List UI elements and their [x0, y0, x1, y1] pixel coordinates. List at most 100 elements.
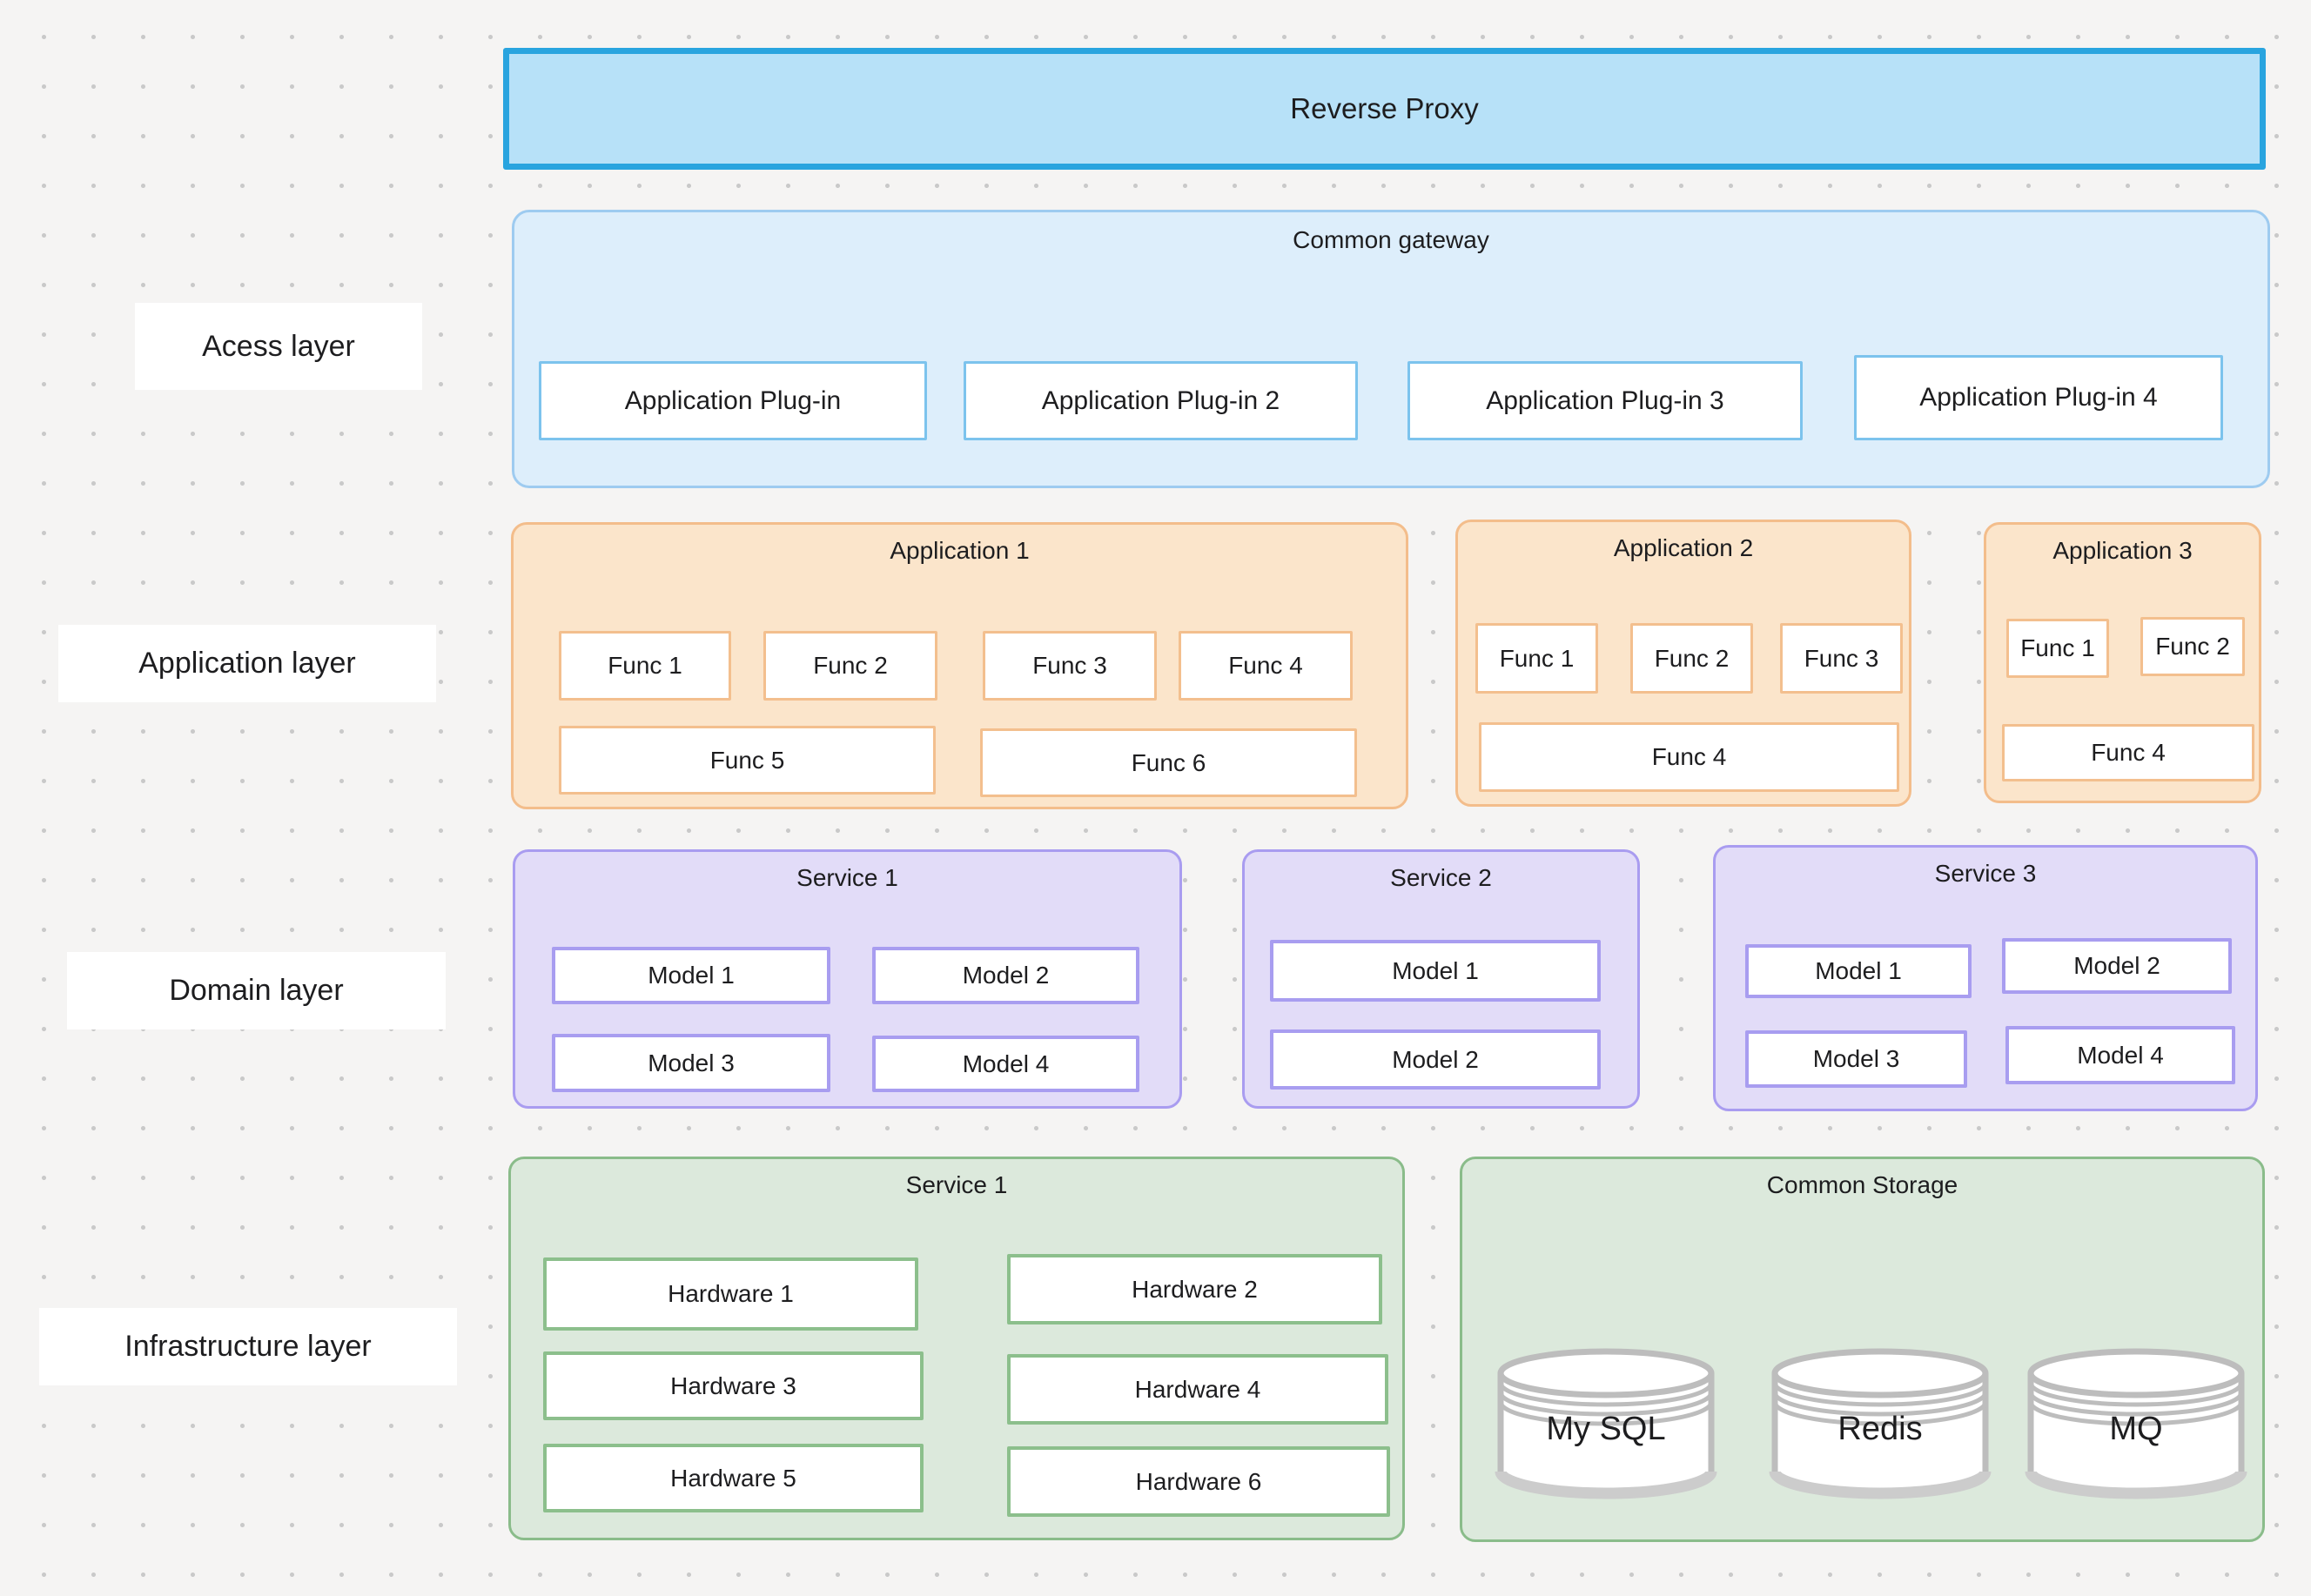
application-layer-label[interactable]: Application layer	[58, 625, 436, 702]
application-3-node[interactable]: Application 3 Func 1 Func 2 Func 4	[1984, 522, 2261, 803]
app2-func-3-label: Func 3	[1804, 644, 1879, 672]
app2-func-3-node[interactable]: Func 3	[1780, 623, 1903, 694]
hardware-6-node[interactable]: Hardware 6	[1007, 1446, 1390, 1517]
app1-func-5-label: Func 5	[709, 746, 785, 774]
infrastructure-layer-label-text: Infrastructure layer	[124, 1330, 372, 1363]
svc2-model-1-node[interactable]: Model 1	[1270, 940, 1601, 1002]
application-layer-label-text: Application layer	[138, 647, 356, 680]
application-plugin-3-node[interactable]: Application Plug-in 3	[1407, 361, 1803, 440]
domain-layer-label[interactable]: Domain layer	[67, 952, 446, 1029]
svc1-model-1-label: Model 1	[648, 962, 735, 989]
app1-func-3-label: Func 3	[1032, 652, 1107, 679]
hardware-1-node[interactable]: Hardware 1	[543, 1257, 918, 1331]
application-2-node[interactable]: Application 2 Func 1 Func 2 Func 3 Func …	[1455, 520, 1911, 807]
app3-func-1-node[interactable]: Func 1	[2006, 619, 2109, 678]
svc3-model-1-node[interactable]: Model 1	[1745, 944, 1972, 998]
domain-service-3-title: Service 3	[1934, 860, 2037, 887]
svc1-model-2-label: Model 2	[962, 962, 1050, 989]
app1-func-2-node[interactable]: Func 2	[763, 631, 937, 701]
reverse-proxy-label: Reverse Proxy	[1290, 92, 1479, 124]
app2-func-4-label: Func 4	[1651, 743, 1727, 770]
access-layer-label[interactable]: Acess layer	[135, 303, 422, 390]
svc3-model-4-label: Model 4	[2077, 1041, 2164, 1069]
hardware-5-node[interactable]: Hardware 5	[543, 1444, 924, 1512]
infra-service-1-node[interactable]: Service 1 Hardware 1 Hardware 2 Hardware…	[508, 1157, 1405, 1540]
database-cylinder-icon	[1495, 1348, 1717, 1499]
application-1-title: Application 1	[890, 537, 1030, 564]
app1-func-3-node[interactable]: Func 3	[983, 631, 1157, 701]
database-cylinder-icon	[2025, 1348, 2247, 1499]
app2-func-4-node[interactable]: Func 4	[1479, 722, 1899, 792]
application-1-node[interactable]: Application 1 Func 1 Func 2 Func 3 Func …	[511, 522, 1408, 809]
hardware-6-label: Hardware 6	[1135, 1467, 1262, 1495]
domain-service-2-node[interactable]: Service 2 Model 1 Model 2	[1242, 849, 1640, 1109]
database-cylinder-icon	[1769, 1348, 1992, 1499]
redis-database-cylinder[interactable]: Redis	[1769, 1347, 1992, 1499]
app1-func-1-label: Func 1	[608, 652, 682, 679]
mq-database-cylinder[interactable]: MQ	[2025, 1347, 2247, 1499]
app2-func-1-node[interactable]: Func 1	[1475, 623, 1598, 694]
app1-func-5-node[interactable]: Func 5	[559, 726, 936, 795]
mysql-database-cylinder[interactable]: My SQL	[1495, 1347, 1717, 1499]
hardware-5-label: Hardware 5	[670, 1464, 796, 1492]
application-plugin-1-node[interactable]: Application Plug-in	[539, 361, 927, 440]
domain-service-1-node[interactable]: Service 1 Model 1 Model 2 Model 3 Model …	[513, 849, 1182, 1109]
svc1-model-3-node[interactable]: Model 3	[552, 1034, 830, 1092]
domain-service-2-title: Service 2	[1390, 864, 1492, 891]
hardware-3-node[interactable]: Hardware 3	[543, 1351, 924, 1420]
app3-func-4-node[interactable]: Func 4	[2002, 724, 2254, 781]
svc1-model-2-node[interactable]: Model 2	[872, 947, 1139, 1004]
application-plugin-3-label: Application Plug-in 3	[1486, 386, 1724, 415]
application-plugin-4-node[interactable]: Application Plug-in 4	[1854, 355, 2223, 440]
svc3-model-2-node[interactable]: Model 2	[2002, 938, 2232, 994]
svc2-model-1-label: Model 1	[1392, 956, 1479, 984]
hardware-4-label: Hardware 4	[1134, 1375, 1261, 1403]
svc3-model-3-label: Model 3	[1812, 1045, 1900, 1072]
app1-func-1-node[interactable]: Func 1	[559, 631, 731, 701]
infra-service-1-title: Service 1	[905, 1171, 1008, 1198]
access-layer-label-text: Acess layer	[202, 329, 355, 363]
svc3-model-2-label: Model 2	[2073, 952, 2160, 979]
hardware-2-label: Hardware 2	[1132, 1275, 1258, 1303]
svc1-model-4-label: Model 4	[962, 1049, 1050, 1077]
mysql-label: My SQL	[1546, 1410, 1666, 1447]
svc3-model-3-node[interactable]: Model 3	[1745, 1030, 1967, 1088]
application-2-title: Application 2	[1613, 534, 1754, 561]
hardware-4-node[interactable]: Hardware 4	[1007, 1354, 1388, 1425]
infrastructure-layer-label[interactable]: Infrastructure layer	[39, 1308, 457, 1385]
application-plugin-2-node[interactable]: Application Plug-in 2	[964, 361, 1358, 440]
reverse-proxy-node[interactable]: Reverse Proxy	[503, 48, 2266, 170]
app2-func-2-node[interactable]: Func 2	[1630, 623, 1753, 694]
application-plugin-1-label: Application Plug-in	[624, 386, 842, 415]
app2-func-2-label: Func 2	[1654, 644, 1730, 672]
common-gateway-title: Common gateway	[1293, 226, 1489, 253]
svc2-model-2-node[interactable]: Model 2	[1270, 1029, 1601, 1090]
app1-func-6-node[interactable]: Func 6	[980, 728, 1357, 797]
app1-func-4-node[interactable]: Func 4	[1179, 631, 1353, 701]
app3-func-2-label: Func 2	[2155, 633, 2230, 660]
hardware-1-label: Hardware 1	[668, 1280, 794, 1307]
application-plugin-2-label: Application Plug-in 2	[1041, 386, 1280, 415]
app3-func-2-node[interactable]: Func 2	[2140, 617, 2245, 676]
svc1-model-4-node[interactable]: Model 4	[872, 1036, 1139, 1092]
domain-layer-label-text: Domain layer	[169, 974, 344, 1007]
common-gateway-node[interactable]: Common gateway Application Plug-in Appli…	[512, 210, 2270, 488]
common-storage-title: Common Storage	[1766, 1171, 1958, 1198]
hardware-2-node[interactable]: Hardware 2	[1007, 1254, 1382, 1324]
app1-func-2-label: Func 2	[813, 652, 888, 679]
domain-service-1-title: Service 1	[796, 864, 898, 891]
common-storage-node[interactable]: Common Storage My SQL Redis	[1460, 1157, 2265, 1542]
app3-func-1-label: Func 1	[2020, 634, 2095, 661]
svc3-model-4-node[interactable]: Model 4	[2005, 1026, 2235, 1084]
svc1-model-1-node[interactable]: Model 1	[552, 947, 830, 1004]
app1-func-6-label: Func 6	[1131, 748, 1206, 776]
domain-service-3-node[interactable]: Service 3 Model 1 Model 2 Model 3 Model …	[1713, 845, 2258, 1111]
app3-func-4-label: Func 4	[2091, 739, 2166, 766]
application-3-title: Application 3	[2052, 537, 2193, 564]
application-plugin-4-label: Application Plug-in 4	[1919, 383, 2158, 412]
app1-func-4-label: Func 4	[1228, 652, 1303, 679]
svc2-model-2-label: Model 2	[1392, 1045, 1479, 1073]
redis-label: Redis	[1837, 1410, 1923, 1447]
app2-func-1-label: Func 1	[1499, 644, 1575, 672]
